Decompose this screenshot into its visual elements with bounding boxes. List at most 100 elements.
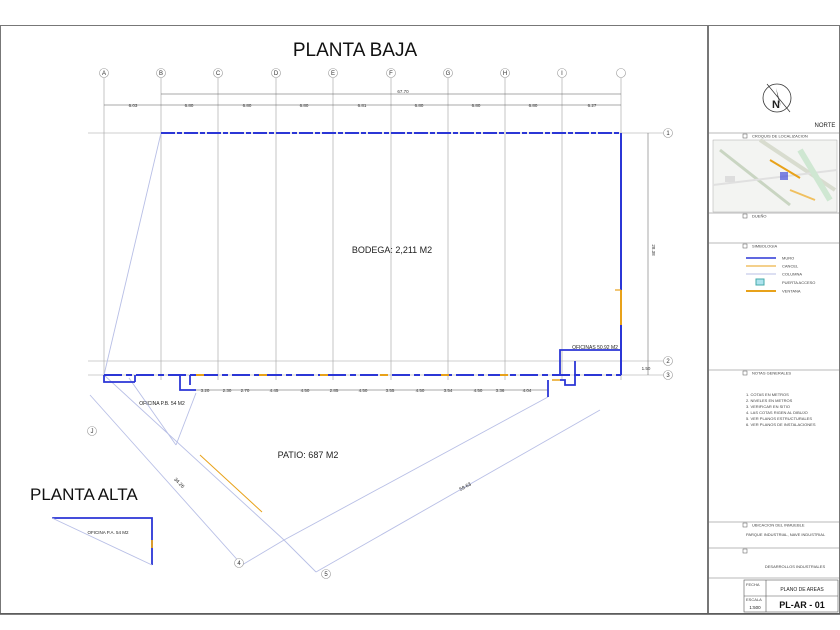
- upper-floor-title: PLANTA ALTA: [30, 485, 138, 504]
- grid-top-bubbles: A B C D E F G H I: [99, 68, 626, 78]
- grid-bubble: B: [156, 68, 166, 78]
- location-heading: CROQUIS DE LOCALIZACION: [752, 134, 808, 139]
- svg-text:A: A: [102, 71, 106, 77]
- grid-bubble: 2: [663, 356, 673, 366]
- dimension-label: 4.50: [474, 388, 483, 393]
- location-map: [712, 138, 838, 213]
- svg-text:G: G: [446, 71, 451, 77]
- svg-text:3: 3: [666, 373, 670, 379]
- lower-office-walls: [103, 375, 196, 391]
- section-marker: [742, 370, 748, 376]
- dimension-label: 6.80: [529, 103, 538, 108]
- property-heading: UBICACION DEL INMUEBLE: [752, 523, 805, 528]
- grid-bubble: 1: [663, 128, 673, 138]
- svg-text:N: N: [772, 99, 780, 111]
- grid-bubble: E: [328, 68, 338, 78]
- grid-lines: [88, 78, 668, 380]
- svg-text:I: I: [561, 71, 563, 77]
- svg-text:COLUMNA: COLUMNA: [782, 272, 802, 277]
- owner-heading: DUEÑO: [752, 214, 766, 219]
- notes-heading: NOTAS GENERALES: [752, 371, 791, 376]
- date-label: FECHA: [746, 582, 760, 587]
- legend-item: MURO: [746, 256, 794, 261]
- note-item: 6. VER PLANOS DE INSTALACIONES: [746, 422, 816, 427]
- grid-bubble: 4: [234, 558, 244, 568]
- sheet-number: PL-AR - 01: [779, 600, 825, 610]
- dimension-label: 6.27: [588, 103, 597, 108]
- grid-right-bubbles: 1 2 3: [663, 128, 673, 380]
- section-marker: [742, 548, 748, 554]
- grid-bubble: 3: [663, 370, 673, 380]
- section-marker: [742, 243, 748, 249]
- construction-lines: [89, 132, 601, 573]
- scale-value: 1:500: [749, 605, 761, 610]
- svg-text:PUERTA ACCESO: PUERTA ACCESO: [782, 280, 815, 285]
- ground-floor-title: PLANTA BAJA: [293, 40, 418, 61]
- title-block: N NORTE CROQUIS DE LOCALIZACION DUEÑO SI…: [708, 83, 840, 613]
- north-label: NORTE: [815, 123, 836, 129]
- section-marker: [742, 213, 748, 219]
- svg-text:J: J: [91, 429, 94, 435]
- dimension-label: 4.04: [523, 388, 532, 393]
- north-arrow-icon: N: [762, 83, 792, 113]
- dimension-label: 3.36: [496, 388, 505, 393]
- dimension-label: 6.80: [185, 103, 194, 108]
- grid-bubble-end: [616, 68, 626, 78]
- dimension-label: 3.55: [386, 388, 395, 393]
- legend: MURO CANCEL COLUMNA PUERTA ACCESO VENTAN…: [746, 256, 815, 294]
- note-item: 3. VERIFICAR EN SITIO: [746, 404, 790, 409]
- grid-bubble: A: [99, 68, 109, 78]
- svg-text:2: 2: [666, 359, 670, 365]
- dimension-label: 2.30: [223, 388, 232, 393]
- grid-misc-bubbles: J 4 5: [87, 426, 331, 579]
- upper-floor-plan: OFICINA P.A. 54 M2: [51, 517, 153, 566]
- dimension-label: 2.70: [241, 388, 250, 393]
- dimension-label: 6.81: [358, 103, 367, 108]
- grid-bubble: J: [87, 426, 97, 436]
- patio-area-label: PATIO: 687 M2: [278, 450, 339, 460]
- grid-bubble: D: [271, 68, 281, 78]
- top-dimension-labels: 6.03 6.80 6.80 6.80 6.81 6.80 6.80 6.80 …: [129, 103, 597, 108]
- note-item: 5. VER PLANOS ESTRUCTURALES: [746, 416, 812, 421]
- note-item: 4. LAS COTAS RIGEN AL DIBUJO: [746, 410, 808, 415]
- legend-item: CANCEL: [746, 264, 799, 269]
- dimension-label: 6.80: [472, 103, 481, 108]
- dimension-label: 6.80: [243, 103, 252, 108]
- svg-text:5: 5: [324, 572, 328, 578]
- legend-item: VENTANA: [746, 289, 801, 294]
- sheet-title: PLANO DE AREAS: [780, 587, 824, 593]
- svg-text:E: E: [331, 71, 335, 77]
- note-item: 1. COTAS EN METROS: [746, 392, 789, 397]
- section-marker: [742, 133, 748, 139]
- legend-item: PUERTA ACCESO: [755, 278, 815, 286]
- grid-bubble: 5: [321, 569, 331, 579]
- dimension-label: 2.85: [330, 388, 339, 393]
- dimension-label: 6.03: [129, 103, 138, 108]
- dimension-label: 4.45: [270, 388, 279, 393]
- notes-list: 1. COTAS EN METROS 2. NIVELES EN METROS …: [746, 392, 816, 427]
- svg-text:D: D: [274, 71, 279, 77]
- grid-bubble: G: [443, 68, 453, 78]
- svg-text:4: 4: [237, 561, 241, 567]
- svg-text:1: 1: [666, 131, 670, 137]
- section-marker: [742, 522, 748, 528]
- bodega-area-label: BODEGA: 2,211 M2: [352, 245, 432, 255]
- dimension-label: 4.50: [416, 388, 425, 393]
- svg-text:C: C: [216, 71, 221, 77]
- diag-dim-right: 59.63: [459, 481, 473, 492]
- dimension-label: 6.80: [300, 103, 309, 108]
- svg-text:B: B: [159, 71, 163, 77]
- svg-text:H: H: [503, 71, 507, 77]
- right-dimension-small: 1.50: [642, 366, 651, 371]
- upper-office-label: OFICINAS 50.92 M2: [572, 345, 618, 351]
- svg-text:F: F: [389, 71, 393, 77]
- dimension-label: 4.50: [359, 388, 368, 393]
- dimension-label: 4.50: [301, 388, 310, 393]
- svg-text:MURO: MURO: [782, 256, 794, 261]
- upper-office-plan-label: OFICINA P.A. 54 M2: [88, 530, 129, 535]
- right-dimension: 28.38: [651, 244, 656, 256]
- dimension-label: 3.20: [201, 388, 210, 393]
- dimension-lines: [104, 93, 649, 391]
- grid-bubble: I: [557, 68, 567, 78]
